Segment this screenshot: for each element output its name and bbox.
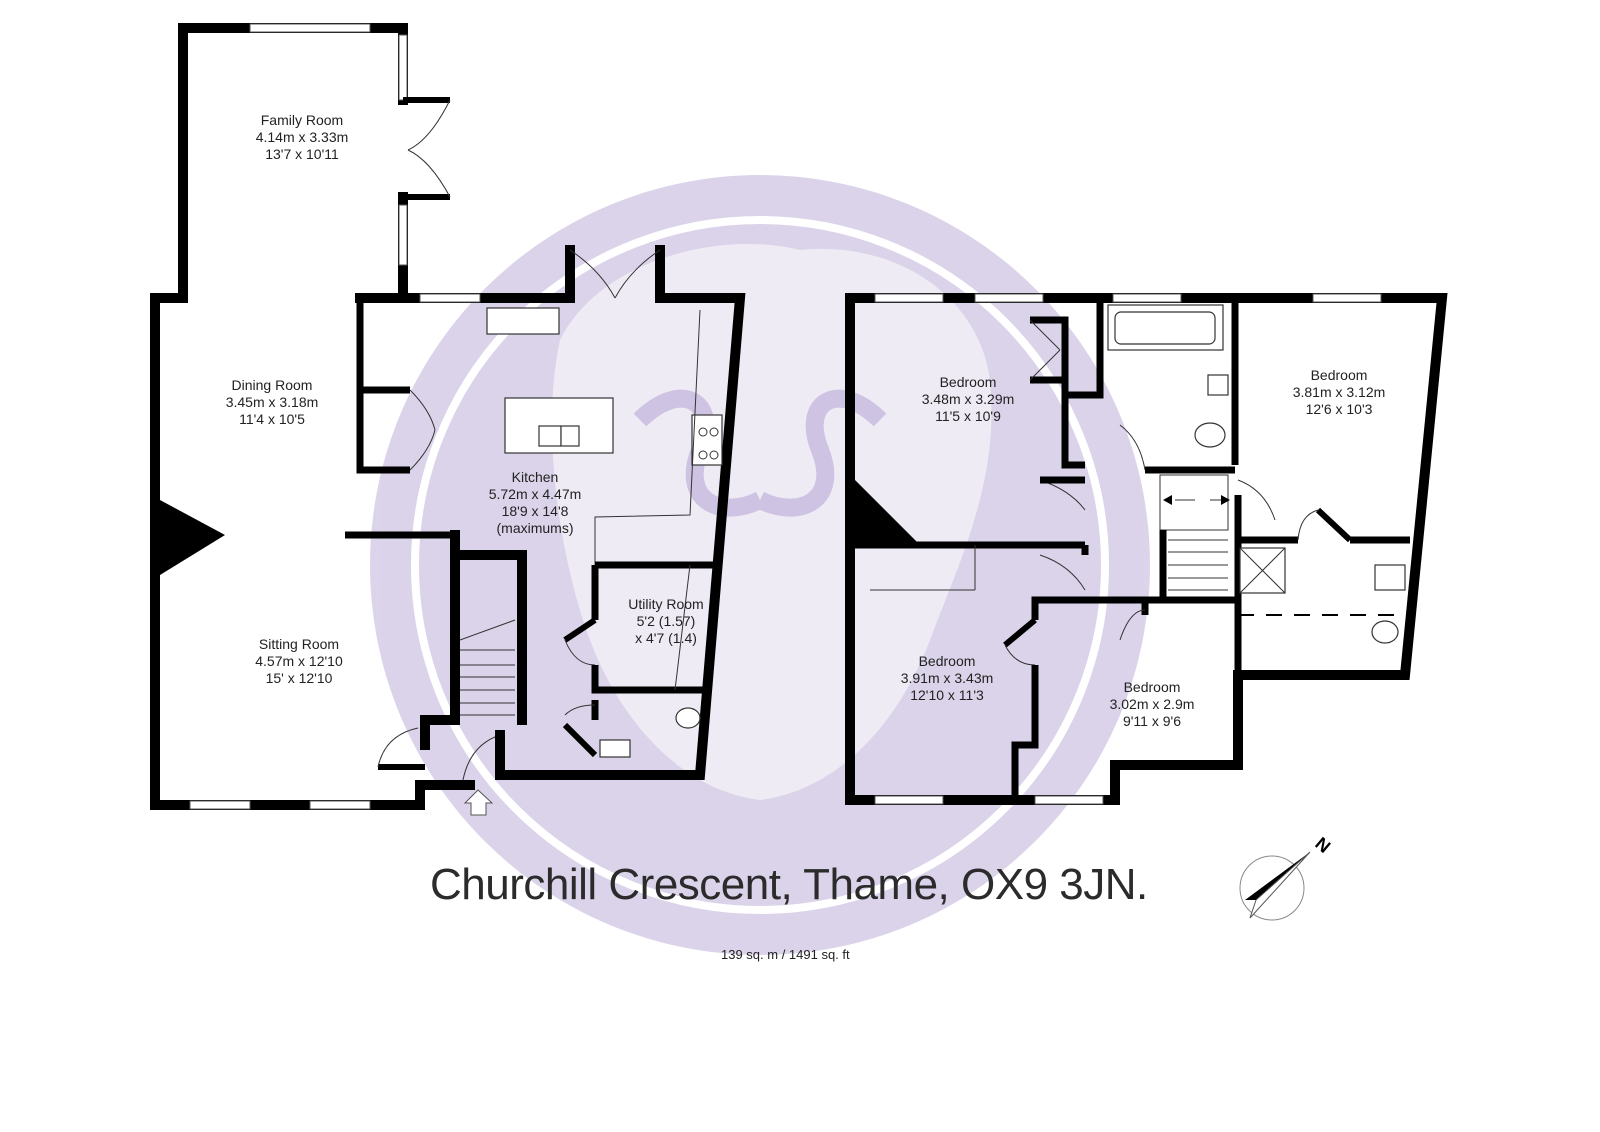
chimney-breast — [160, 500, 225, 575]
property-address: Churchill Crescent, Thame, OX9 3JN. — [430, 860, 1148, 909]
room-metric: 5.72m x 4.47m — [488, 486, 582, 502]
room-label-sitting-room: Sitting Room 4.57m x 12'10 15' x 12'10 — [255, 636, 343, 687]
room-imperial: 11'4 x 10'5 — [239, 411, 305, 427]
room-name: Bedroom — [1310, 367, 1368, 383]
room-name: Family Room — [260, 112, 344, 128]
room-metric: 3.81m x 3.12m — [1292, 384, 1386, 400]
room-label-family-room: Family Room 4.14m x 3.33m 13'7 x 10'11 — [256, 112, 349, 163]
window — [1312, 293, 1382, 303]
staircase — [1159, 474, 1230, 600]
north-arrow-icon — [1239, 851, 1311, 921]
window — [309, 800, 371, 810]
room-name: Bedroom — [918, 653, 976, 669]
room-label-bedroom-1: Bedroom 3.48m x 3.29m 11'5 x 10'9 — [922, 374, 1015, 425]
window — [398, 34, 408, 101]
window — [398, 204, 408, 266]
counter — [486, 307, 560, 335]
room-metric: 4.57m x 12'10 — [255, 653, 343, 669]
window — [249, 23, 371, 33]
first-floor — [845, 293, 1448, 805]
room-label-dining-room: Dining Room 3.45m x 3.18m 11'4 x 10'5 — [226, 377, 319, 428]
basin-icon — [599, 739, 631, 758]
window — [1112, 293, 1182, 303]
floor-area: 139 sq. m / 1491 sq. ft — [721, 947, 850, 962]
room-metric: 3.45m x 3.18m — [225, 394, 319, 410]
window — [874, 293, 944, 303]
room-name: Bedroom — [1123, 679, 1181, 695]
chimney-breast — [855, 480, 920, 545]
room-label-bedroom-3: Bedroom 3.91m x 3.43m 12'10 x 11'3 — [901, 653, 994, 704]
window — [974, 293, 1044, 303]
room-metric: 3.48m x 3.29m — [921, 391, 1015, 407]
room-label-utility-room: Utility Room 5'2 (1.57) x 4'7 (1.4) — [628, 596, 703, 647]
toilet-icon — [1194, 422, 1226, 448]
room-imperial: 11'5 x 10'9 — [935, 408, 1001, 424]
room-name: Kitchen — [511, 469, 559, 485]
sink-icon — [538, 425, 562, 447]
toilet-icon — [1371, 620, 1399, 644]
hob-icon — [691, 414, 723, 466]
watermark-logo — [370, 175, 1150, 955]
room-metric: 3.91m x 3.43m — [900, 670, 994, 686]
ground-floor — [150, 23, 746, 816]
window — [419, 293, 481, 303]
room-imperial: 15' x 12'10 — [265, 670, 333, 686]
room-note: (maximums) — [496, 520, 574, 536]
room-metric: 3.02m x 2.9m — [1109, 696, 1195, 712]
toilet-icon — [675, 707, 701, 729]
room-label-bedroom-4: Bedroom 3.02m x 2.9m 9'11 x 9'6 — [1110, 679, 1195, 730]
room-imperial: 12'10 x 11'3 — [910, 687, 984, 703]
window — [1034, 795, 1104, 805]
room-imperial: 18'9 x 14'8 — [501, 503, 569, 519]
room-imperial: 9'11 x 9'6 — [1122, 713, 1182, 729]
basin-icon — [1374, 564, 1406, 591]
window — [874, 795, 944, 805]
room-name: Dining Room — [231, 377, 313, 393]
room-imperial: 12'6 x 10'3 — [1305, 401, 1373, 417]
room-label-kitchen: Kitchen 5.72m x 4.47m 18'9 x 14'8 (maxim… — [489, 469, 582, 537]
room-name: Bedroom — [939, 374, 997, 390]
room-label-bedroom-2: Bedroom 3.81m x 3.12m 12'6 x 10'3 — [1293, 367, 1386, 418]
room-name: Utility Room — [628, 596, 704, 612]
room-metric: 4.14m x 3.33m — [255, 129, 349, 145]
entrance-arrow-icon — [463, 789, 494, 816]
room-imperial: x 4'7 (1.4) — [635, 630, 697, 646]
staircase — [459, 619, 516, 716]
basin-icon — [1207, 374, 1229, 396]
room-metric: 5'2 (1.57) — [636, 613, 696, 629]
room-imperial: 13'7 x 10'11 — [265, 146, 339, 162]
window — [189, 800, 251, 810]
room-name: Sitting Room — [258, 636, 340, 652]
